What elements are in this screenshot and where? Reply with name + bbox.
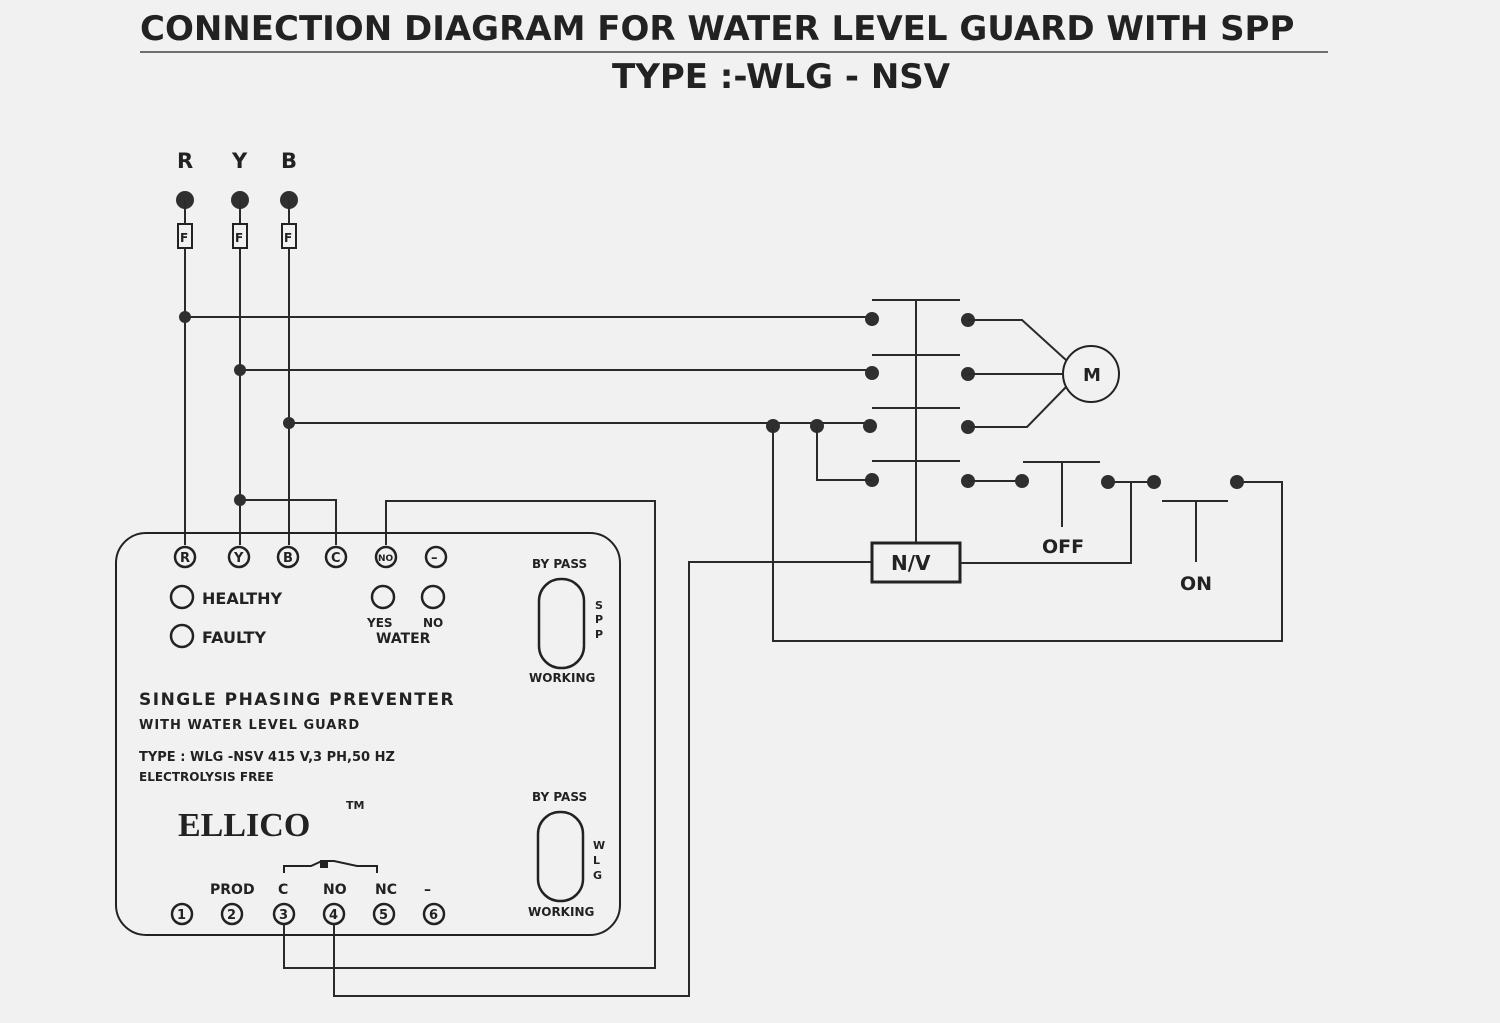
motor: M: [1062, 345, 1120, 403]
faulty-led-icon: [169, 623, 195, 649]
svg-text:B: B: [283, 551, 293, 566]
water-yes-led-icon: [370, 584, 396, 610]
svg-text:F: F: [284, 231, 292, 245]
faulty-label: FAULTY: [202, 628, 266, 647]
svg-text:P: P: [595, 613, 603, 626]
svg-text:BY PASS: BY PASS: [532, 557, 587, 571]
svg-text:WORKING: WORKING: [528, 905, 594, 919]
svg-text:W: W: [593, 839, 605, 852]
svg-text:TM: TM: [346, 799, 364, 812]
svg-text:1: 1: [177, 908, 186, 923]
svg-text:F: F: [235, 231, 243, 245]
feature-label: ELECTROLYSIS FREE: [139, 770, 274, 784]
svg-text:G: G: [593, 869, 602, 882]
on-label: ON: [1180, 573, 1212, 595]
brand-logo: ELLICO: [178, 807, 310, 844]
svg-text:C: C: [331, 551, 341, 566]
svg-text:R: R: [180, 551, 190, 566]
svg-text:–: –: [424, 882, 431, 898]
svg-text:WORKING: WORKING: [529, 671, 595, 685]
diagram-subtitle: TYPE :-WLG - NSV: [612, 57, 951, 97]
nv-label: N/V: [891, 551, 931, 575]
off-button: OFF: [1015, 461, 1115, 558]
svg-text:NO: NO: [323, 882, 347, 898]
spp-unit: R Y B C NO – HEALTHY FAULTY YES NO WATER…: [115, 532, 621, 936]
svg-text:3: 3: [279, 908, 288, 923]
motor-label: M: [1083, 365, 1101, 386]
svg-text:BY PASS: BY PASS: [532, 790, 587, 804]
svg-text:–: –: [431, 551, 438, 566]
svg-text:NC: NC: [375, 882, 397, 898]
product-subtitle: WITH WATER LEVEL GUARD: [139, 718, 360, 733]
fuse-icon: F F F: [177, 223, 297, 249]
svg-text:YES: YES: [366, 616, 393, 630]
phase-supply: R Y B F F F: [176, 149, 298, 545]
svg-text:L: L: [593, 854, 600, 867]
svg-text:P: P: [595, 628, 603, 641]
svg-text:Y: Y: [233, 551, 244, 566]
svg-text:6: 6: [429, 908, 438, 923]
svg-text:PROD: PROD: [210, 882, 255, 898]
spp-bypass-switch: BY PASS S P P WORKING: [529, 557, 603, 685]
svg-text:C: C: [278, 882, 288, 898]
svg-text:5: 5: [379, 908, 388, 923]
water-no-led-icon: [420, 584, 446, 610]
diagram-title: CONNECTION DIAGRAM FOR WATER LEVEL GUARD…: [140, 9, 1294, 49]
svg-text:4: 4: [329, 908, 338, 923]
contactor: [766, 299, 975, 543]
healthy-led-icon: [169, 584, 195, 610]
svg-text:TYPE :: TYPE :: [139, 750, 185, 765]
svg-text:2: 2: [227, 908, 236, 923]
svg-text:F: F: [180, 231, 188, 245]
on-button: ON: [1147, 475, 1244, 595]
svg-text:NO: NO: [378, 554, 394, 564]
wlg-bypass-switch: BY PASS W L G WORKING: [528, 790, 605, 919]
phase-r-label: R: [177, 149, 193, 173]
phase-y-label: Y: [231, 149, 248, 173]
phase-b-label: B: [281, 149, 297, 173]
svg-text:NO: NO: [423, 616, 443, 630]
svg-text:WATER: WATER: [376, 631, 431, 647]
relay-contact-icon: [283, 860, 378, 873]
product-name: SINGLE PHASING PREVENTER: [139, 690, 455, 710]
type-value: WLG -NSV 415 V,3 PH,50 HZ: [190, 750, 395, 765]
nv-coil: N/V: [870, 541, 962, 584]
healthy-label: HEALTHY: [202, 589, 283, 608]
svg-text:S: S: [595, 599, 603, 612]
off-label: OFF: [1042, 536, 1084, 558]
